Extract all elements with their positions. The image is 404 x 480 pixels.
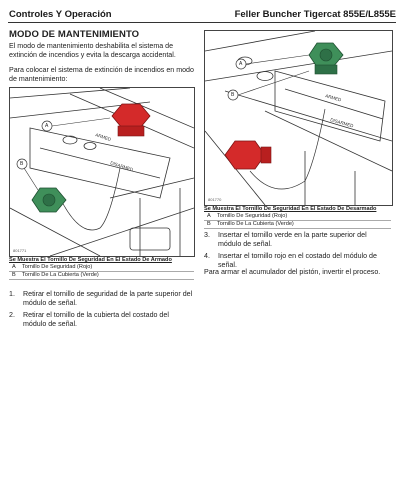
step-number: 3. <box>204 231 210 239</box>
callout-a: A <box>239 61 243 67</box>
caption-text: Tornillo De Seguridad (Rojo) <box>217 213 288 219</box>
caption-row: B Tornillo De La Cubierta (Verde) <box>9 272 194 280</box>
caption-row: A Tornillo De Seguridad (Rojo) <box>204 213 391 221</box>
list-item: 1. Retirar el tornillo de seguridad de l… <box>9 290 194 307</box>
svg-text:DISARMED: DISARMED <box>330 117 355 129</box>
caption-text: Tornillo De La Cubierta (Verde) <box>22 272 99 278</box>
caption-key: B <box>207 221 211 227</box>
list-item: 2. Retirar el tornillo de la cubierta de… <box>9 311 194 328</box>
armed-illustration: ARMED DISARMED <box>10 88 194 256</box>
step-text: Insertar el tornillo verde en la parte s… <box>218 231 367 248</box>
step-number: 1. <box>9 290 15 298</box>
caption-row: B Tornillo De La Cubierta (Verde) <box>204 221 391 229</box>
figure-armed-state: ARMED DISARMED A B 801771 <box>9 87 195 257</box>
svg-text:ARMED: ARMED <box>95 132 113 142</box>
step-text: Retirar el tornillo de la cubierta del c… <box>23 311 169 328</box>
green-cover-screw <box>31 187 67 213</box>
list-item: 3. Insertar el tornillo verde en la part… <box>204 231 391 248</box>
caption-text: Tornillo De Seguridad (Rojo) <box>22 264 93 270</box>
intro-text: El modo de mantenimiento deshabilita el … <box>9 42 194 90</box>
green-cover-screw <box>308 42 344 75</box>
step-number: 2. <box>9 311 15 320</box>
header-rule <box>8 22 396 23</box>
callout-b: B <box>231 92 235 98</box>
steps-list-right: 3. Insertar el tornillo verde en la part… <box>204 231 391 273</box>
caption-disarmed: Se Muestra El Tornillo De Seguridad En E… <box>204 206 391 229</box>
caption-armed: Se Muestra El Tornillo De Seguridad En E… <box>9 257 194 280</box>
step-text: Insertar el tornillo rojo en el costado … <box>218 252 377 269</box>
list-item: 4. Insertar el tornillo rojo en el costa… <box>204 252 391 269</box>
caption-key: A <box>12 264 16 270</box>
caption-key: A <box>207 213 211 219</box>
disarmed-illustration: ARMED DISARMED <box>205 31 392 205</box>
closing-note: Para armar el acumulador del pistón, inv… <box>204 268 381 276</box>
caption-title: Se Muestra El Tornillo De Seguridad En E… <box>204 206 377 212</box>
callout-b: B <box>20 161 24 167</box>
callout-a: A <box>45 123 49 129</box>
figure-code: 801771 <box>13 248 27 253</box>
caption-row: A Tornillo De Seguridad (Rojo) <box>9 264 194 272</box>
header-section: Controles Y Operación <box>9 9 112 20</box>
caption-title: Se Muestra El Tornillo De Seguridad En E… <box>9 257 172 263</box>
svg-text:ARMED: ARMED <box>325 93 343 102</box>
header-model: Feller Buncher Tigercat 855E/L855E <box>234 9 396 20</box>
red-safety-screw <box>224 140 272 170</box>
steps-list-left: 1. Retirar el tornillo de seguridad de l… <box>9 290 194 332</box>
caption-key: B <box>12 272 16 278</box>
red-safety-screw <box>111 103 151 137</box>
section-title: MODO DE MANTENIMIENTO <box>9 29 140 40</box>
intro-paragraph-2: Para colocar el sistema de extinción de … <box>9 66 194 83</box>
step-text: Retirar el tornillo de seguridad de la p… <box>23 290 193 307</box>
caption-text: Tornillo De La Cubierta (Verde) <box>217 221 294 227</box>
page-header: Controles Y Operación Feller Buncher Tig… <box>9 6 396 20</box>
intro-paragraph-1: El modo de mantenimiento deshabilita el … <box>9 42 176 59</box>
figure-disarmed-state: ARMED DISARMED A B 801770 <box>204 30 393 206</box>
figure-code: 801770 <box>208 197 222 202</box>
step-number: 4. <box>204 252 210 261</box>
